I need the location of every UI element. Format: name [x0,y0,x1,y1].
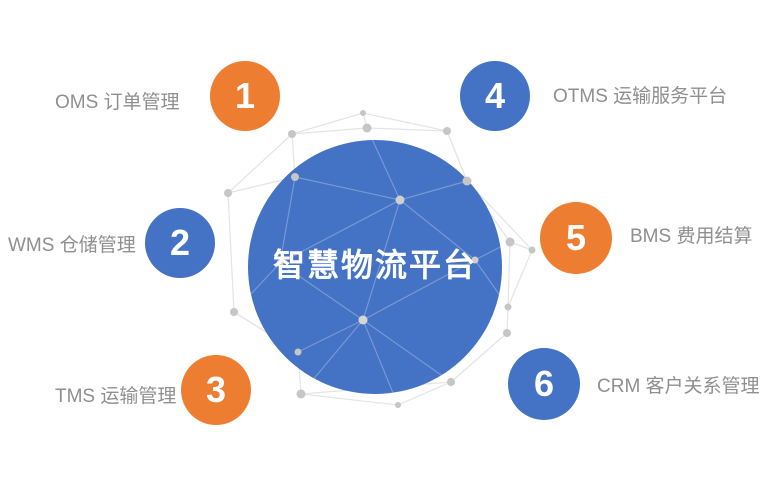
satellite-number: 5 [565,217,587,258]
satellite-circle-wms: 2 [145,208,215,278]
central-platform-circle [248,140,502,394]
satellite-number: 1 [234,75,256,116]
mesh-dots [224,110,536,408]
satellite-circle-otms: 4 [460,61,530,131]
satellite-circle-bms: 5 [540,202,612,274]
satellite-label-tms: TMS 运输管理 [55,386,177,407]
satellite-label-crm: CRM 客户关系管理 [597,376,760,397]
satellite-number: 4 [484,75,506,116]
central-platform-label: 智慧物流平台 [272,247,477,283]
satellite-label-oms: OMS 订单管理 [55,92,180,113]
satellite-number: 2 [169,222,191,263]
satellite-circle-oms: 1 [210,61,280,131]
satellite-number: 3 [205,369,227,410]
satellite-label-bms: BMS 费用结算 [630,226,753,247]
satellite-label-otms: OTMS 运输服务平台 [553,86,728,107]
mesh-inner-lines [248,140,502,394]
satellite-circle-tms: 3 [181,355,251,425]
satellite-number: 6 [533,363,555,404]
satellite-label-wms: WMS 仓储管理 [8,235,136,256]
satellite-circle-crm: 6 [508,348,580,420]
